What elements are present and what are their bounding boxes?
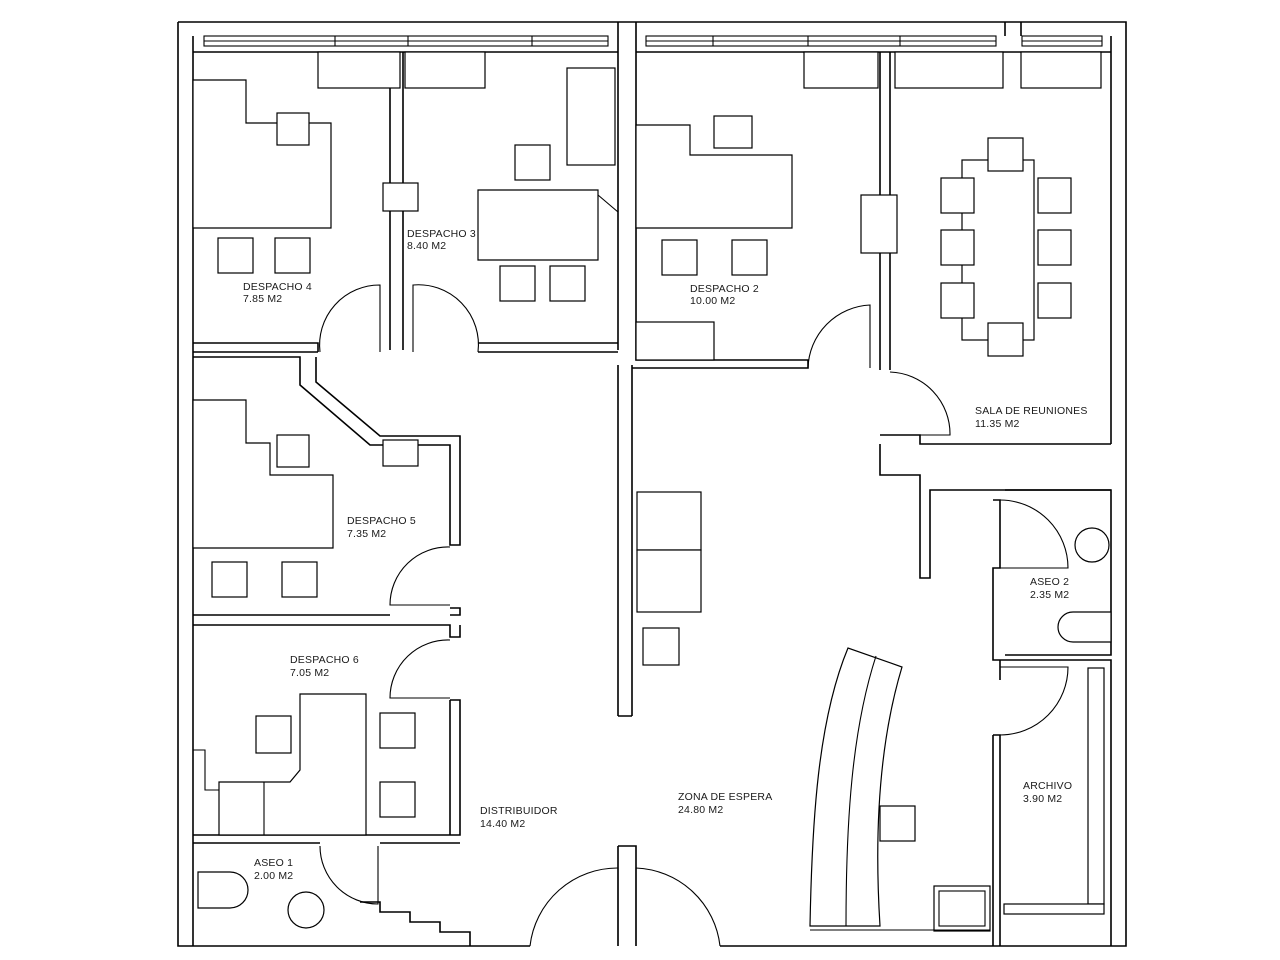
despacho-5-area: 7.35 M2 (347, 528, 386, 540)
aseo-2-area: 2.35 M2 (1030, 589, 1069, 601)
despacho-5-name: DESPACHO 5 (347, 515, 416, 527)
despacho-2-name: DESPACHO 2 (690, 283, 759, 295)
distribuidor-name: DISTRIBUIDOR (480, 805, 558, 817)
distribuidor-area: 14.40 M2 (480, 818, 525, 830)
despacho-3-area: 8.40 M2 (407, 240, 446, 252)
doors (319, 284, 1069, 947)
zona-espera-name: ZONA DE ESPERA (678, 791, 772, 803)
archivo-name: ARCHIVO (1023, 780, 1072, 792)
despacho-4-area: 7.85 M2 (243, 293, 282, 305)
room-labels: DESPACHO 4 7.85 M2 DESPACHO 3 8.40 M2 DE… (243, 228, 1088, 882)
despacho-6-name: DESPACHO 6 (290, 654, 359, 666)
windows (193, 35, 1111, 53)
sala-reuniones-area: 11.35 M2 (975, 418, 1020, 430)
sala-reuniones-name: SALA DE REUNIONES (975, 405, 1088, 417)
despacho-4-name: DESPACHO 4 (243, 281, 312, 293)
aseo-1-area: 2.00 M2 (254, 870, 293, 882)
aseo-1-name: ASEO 1 (254, 857, 293, 869)
archivo-area: 3.90 M2 (1023, 793, 1062, 805)
aseo-2-name: ASEO 2 (1030, 576, 1069, 588)
despacho-2-area: 10.00 M2 (690, 295, 735, 307)
furniture (192, 51, 1112, 932)
despacho-3-name: DESPACHO 3 (407, 228, 476, 240)
despacho-6-area: 7.05 M2 (290, 667, 329, 679)
zona-espera-area: 24.80 M2 (678, 804, 723, 816)
